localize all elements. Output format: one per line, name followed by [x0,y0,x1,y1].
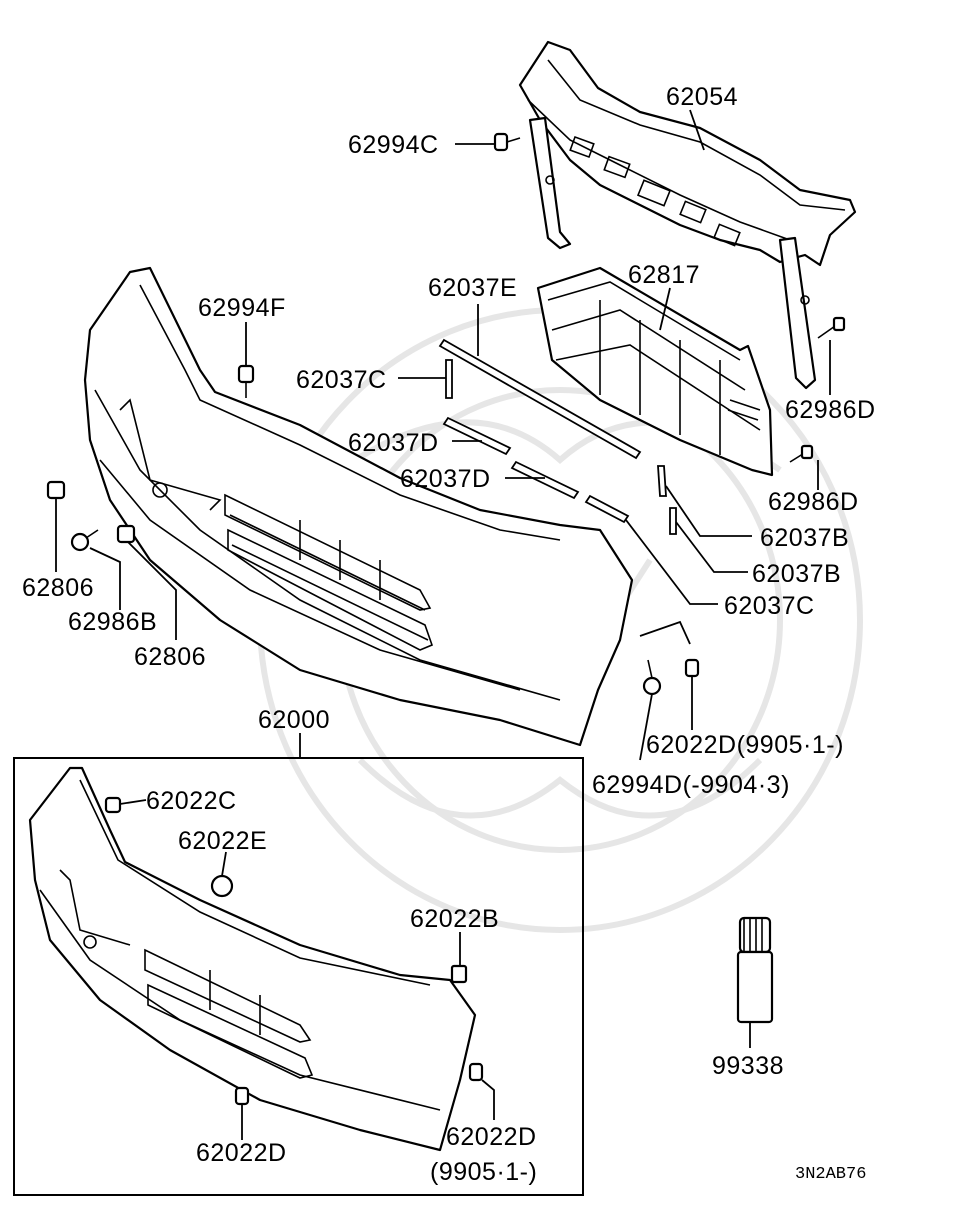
strip-62037B-b [669,507,677,535]
strip-62037C-bot [584,494,630,524]
adhesive-tube-99338 [736,916,774,1024]
label-62037D-b: 62037D [400,465,491,493]
label-62037D-a: 62037D [348,429,439,457]
label-62022D-right: 62022D(9905·1-) [646,731,844,759]
assembly-inset-box [13,757,584,1196]
label-99338: 99338 [712,1052,784,1080]
bumper-assembly-inset [28,766,495,1152]
nut-62806-left [46,480,66,500]
energy-absorber-62817 [536,266,774,477]
label-62037E: 62037E [428,274,517,302]
label-62806-left: 62806 [22,574,94,602]
label-62022E: 62022E [178,827,267,855]
strip-62037B-a [657,465,667,497]
label-62022C: 62022C [146,787,237,815]
clip-62994F [237,364,255,398]
clip-62022B [450,964,468,984]
label-62986D-mid: 62986D [768,488,859,516]
label-62037C-top: 62037C [296,366,387,394]
bolt-62986D-top [817,316,846,339]
strip-62037D-b [510,460,580,500]
clip-62022C [104,796,122,814]
label-62806-mid: 62806 [134,643,206,671]
label-62037B-b: 62037B [752,560,841,588]
label-62994C: 62994C [348,131,439,159]
label-62022B: 62022B [410,905,499,933]
nut-62806-mid [116,524,136,544]
clip-62022D-inset-right [468,1062,484,1082]
label-62994F: 62994F [198,294,286,322]
clip-62022D-right [684,658,700,678]
bumper-reinforcement-62054 [518,40,857,390]
label-62022D-inset-right-date: (9905·1-) [430,1158,537,1186]
clip-62022E [210,874,234,898]
label-62054: 62054 [666,83,738,111]
label-62817: 62817 [628,261,700,289]
figure-code: 3N2AB76 [795,1165,866,1184]
label-62986D-top: 62986D [785,396,876,424]
label-62037B-a: 62037B [760,524,849,552]
strip-62037D-a [442,416,512,456]
strip-62037E [438,338,642,460]
strip-62037C-top [445,359,453,399]
clip-62994D [642,659,662,696]
label-62037C-bot: 62037C [724,592,815,620]
label-62994D: 62994D(-9904·3) [592,771,790,799]
label-62000: 62000 [258,706,330,734]
clip-62022D-inset-left [234,1086,250,1106]
clip-62994C [493,132,521,152]
label-62022D-inset-right: 62022D [446,1123,537,1151]
fasteners [46,132,846,696]
leader-lines [55,109,831,1048]
trim-strips [438,338,677,535]
bolt-62986D-mid [789,444,814,463]
label-62022D-inset-left: 62022D [196,1139,287,1167]
label-62986B: 62986B [68,608,157,636]
screw-62986B [70,529,99,552]
front-bumper-cover [83,266,634,747]
